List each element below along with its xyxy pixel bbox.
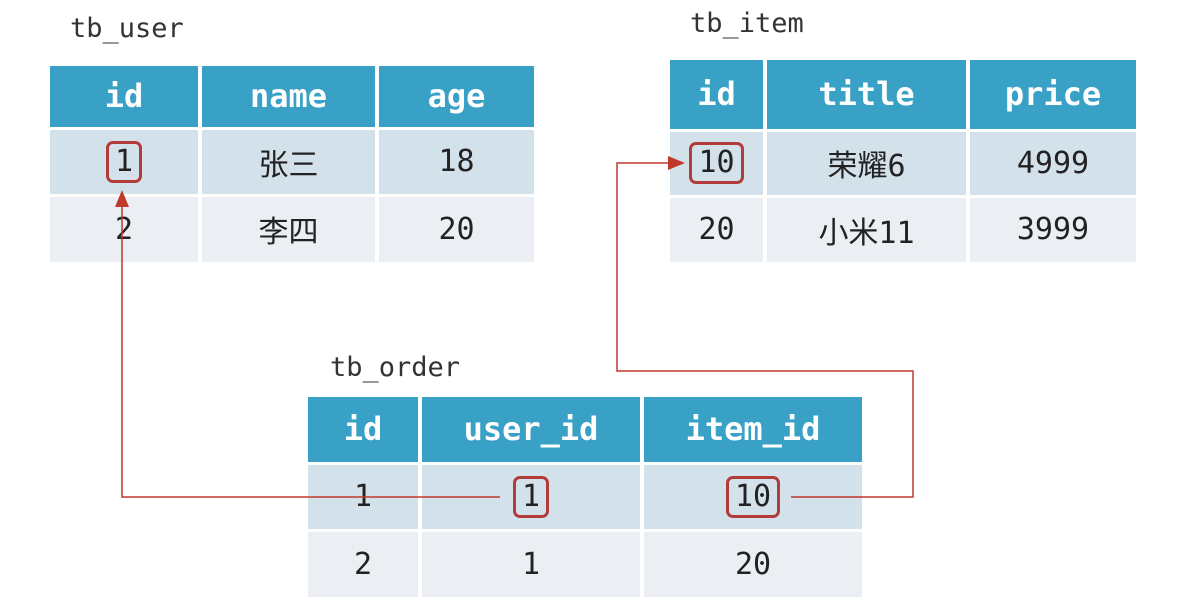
cell-title: 荣耀6 [765,128,970,196]
highlighted-key: 1 [105,140,143,183]
column-header-title: title [765,60,970,130]
table-row: 10 荣耀6 4999 [670,128,1136,196]
cell-id: 2 [308,528,422,597]
cell-title: 小米11 [765,194,970,262]
column-header-id: id [308,397,422,463]
user-id-link-line [121,205,500,498]
cell-price: 3999 [968,194,1136,262]
cell-user-id: 1 [420,528,644,597]
highlighted-key: 10 [689,142,744,184]
table-header-row: id name age [50,66,534,128]
cell-name: 张三 [200,126,379,195]
cell-price: 4999 [968,128,1136,196]
cell-id: 10 [670,128,767,196]
table-header-row: id title price [670,60,1136,130]
table-header-row: id user_id item_id [308,397,862,463]
cell-name: 李四 [200,193,379,262]
table-title-tb-user: tb_user [70,13,184,44]
highlighted-foreign-key: 1 [512,475,550,518]
column-header-id: id [50,66,202,128]
column-header-item-id: item_id [642,397,862,463]
cell-item-id: 20 [642,528,862,597]
column-header-id: id [670,60,767,130]
cell-age: 20 [377,193,534,262]
tb-order-table: id user_id item_id 1 1 10 2 1 20 [308,397,862,597]
tb-item-table: id title price 10 荣耀6 4999 20 小米11 3999 [670,60,1136,262]
item-id-link-line [616,162,914,498]
user-id-link-arrowhead [115,190,129,207]
tb-user-table: id name age 1 张三 18 2 李四 20 [50,66,534,262]
item-id-link-arrowhead [668,156,685,170]
column-header-name: name [200,66,379,128]
column-header-age: age [377,66,534,128]
table-row: 2 1 20 [308,528,862,597]
table-title-tb-order: tb_order [330,352,461,383]
cell-id: 20 [670,194,767,262]
table-row: 20 小米11 3999 [670,194,1136,262]
highlighted-foreign-key: 10 [725,475,781,518]
table-title-tb-item: tb_item [690,8,804,39]
table-row: 1 张三 18 [50,126,534,195]
table-row: 1 1 10 [308,461,862,530]
column-header-user-id: user_id [420,397,644,463]
cell-age: 18 [377,126,534,195]
cell-id: 1 [50,126,202,195]
column-header-price: price [968,60,1136,130]
